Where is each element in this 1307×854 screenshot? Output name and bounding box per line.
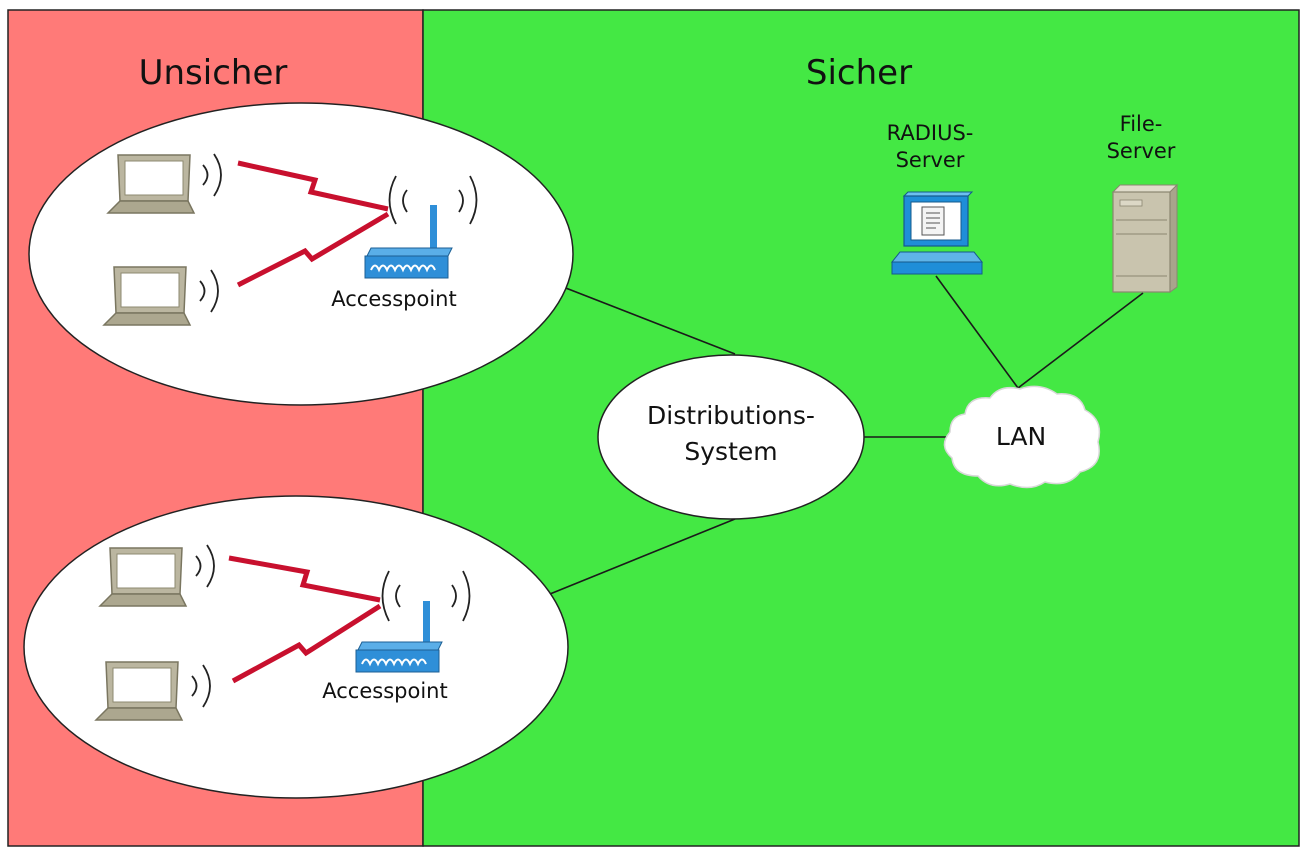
wireless-signal-icon [388,175,478,225]
laptop-icon [106,154,196,214]
access-point-icon [355,601,443,673]
lan: LAN [943,385,1101,489]
cloud-icon [943,385,1101,489]
wireless-signal-icon [202,153,222,197]
wireless-link [237,160,389,212]
workstation-icon [890,191,984,275]
safe-zone-title: Sicher [806,53,912,93]
radius-server-label-line1: RADIUS- [887,121,974,145]
wireless-link [231,603,382,684]
access-point-icon [364,205,453,279]
wireless-signal-icon [195,544,215,588]
lan-label: LAN [996,422,1046,451]
laptop-icon [102,266,192,326]
file-server: File- Server [1107,112,1179,293]
distribution-system-label-line1: Distributions- [647,401,815,430]
distribution-system-label-line2: System [684,437,777,466]
unsafe-zone-title: Unsicher [139,53,288,93]
radius-server-label-line2: Server [896,148,965,172]
access-point-label: Accesspoint [322,679,447,703]
wireless-signal-icon [199,269,219,313]
wireless-link [236,211,390,288]
wireless-signal-icon [191,664,211,708]
wlan-cell-2: Accesspoint [23,495,569,799]
wireless-link [228,555,381,603]
link-fileserver-lan [1017,292,1144,389]
server-tower-icon [1111,183,1179,293]
distribution-system-node [597,354,865,520]
laptop-icon [98,547,188,607]
laptop-icon [94,661,184,721]
file-server-label-line1: File- [1120,112,1163,136]
link-radius-lan [935,275,1019,389]
access-point-label: Accesspoint [331,287,456,311]
distribution-system: Distributions- System [597,354,865,520]
file-server-label-line2: Server [1107,139,1176,163]
wireless-signal-icon [381,570,471,622]
wlan-cell-1: Accesspoint [28,102,574,406]
radius-server: RADIUS- Server [887,121,984,275]
